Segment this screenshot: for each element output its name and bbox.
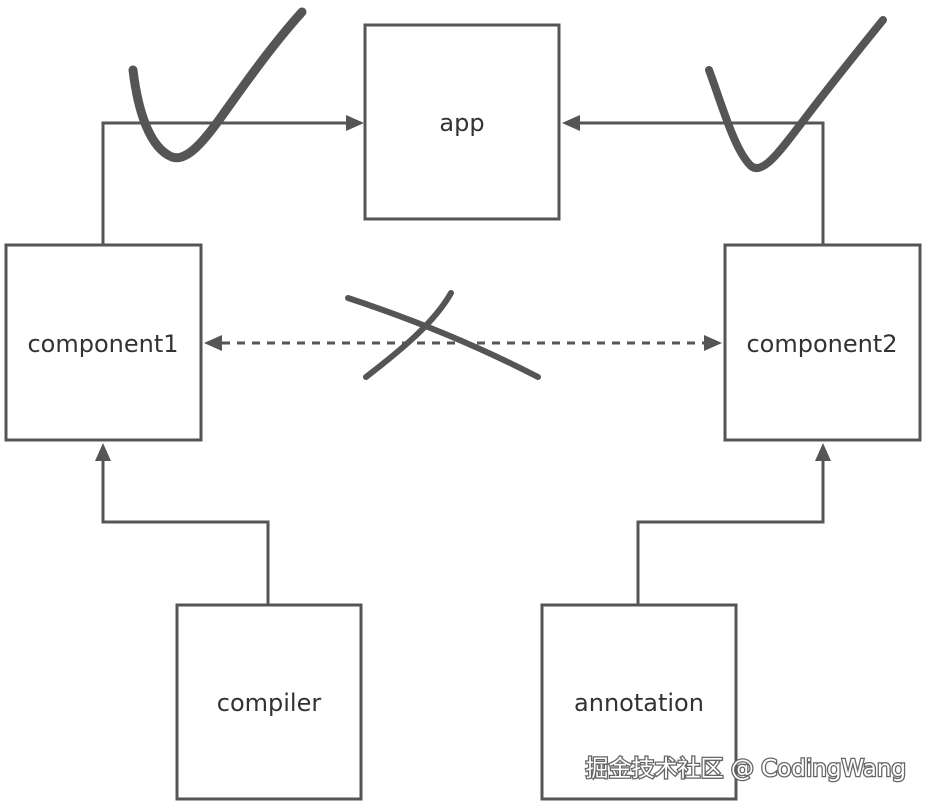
node-component2-box [723,243,922,442]
edge-compiler-to-component1 [101,460,270,605]
node-annotation-label: annotation [574,689,704,717]
node-component1-label: component1 [27,330,178,358]
checkmark-right-icon [705,16,887,172]
arrowhead-into-app-right [562,115,580,131]
node-component2: component2 [723,243,922,442]
node-annotation-box [540,603,738,801]
edge-component1-to-app [101,121,348,245]
watermark-text: 掘金技术社区 @ CodingWang [586,756,906,782]
checkmark-left-icon [128,7,307,163]
arrowhead-into-component1 [204,335,222,351]
node-annotation: annotation [540,603,738,801]
arrowhead-into-component2 [704,335,722,351]
node-app-label: app [439,109,484,137]
node-component2-label: component2 [746,330,897,358]
node-compiler-box [175,603,363,801]
edge-annotation-to-component2 [636,460,825,605]
node-compiler-label: compiler [217,689,322,717]
node-app: app [363,23,561,221]
node-component1-box [4,243,203,442]
arrowhead-into-component2-bottom [815,443,831,461]
edge-component2-to-app [578,121,825,245]
node-component1: component1 [4,243,203,442]
cross-mark-icon [345,295,541,380]
node-compiler: compiler [175,603,363,801]
arrowhead-into-app-left [346,115,364,131]
cross-mark-icon-stroke-2 [363,290,454,380]
arrowhead-into-component1-bottom [95,443,111,461]
node-app-box [363,23,561,221]
